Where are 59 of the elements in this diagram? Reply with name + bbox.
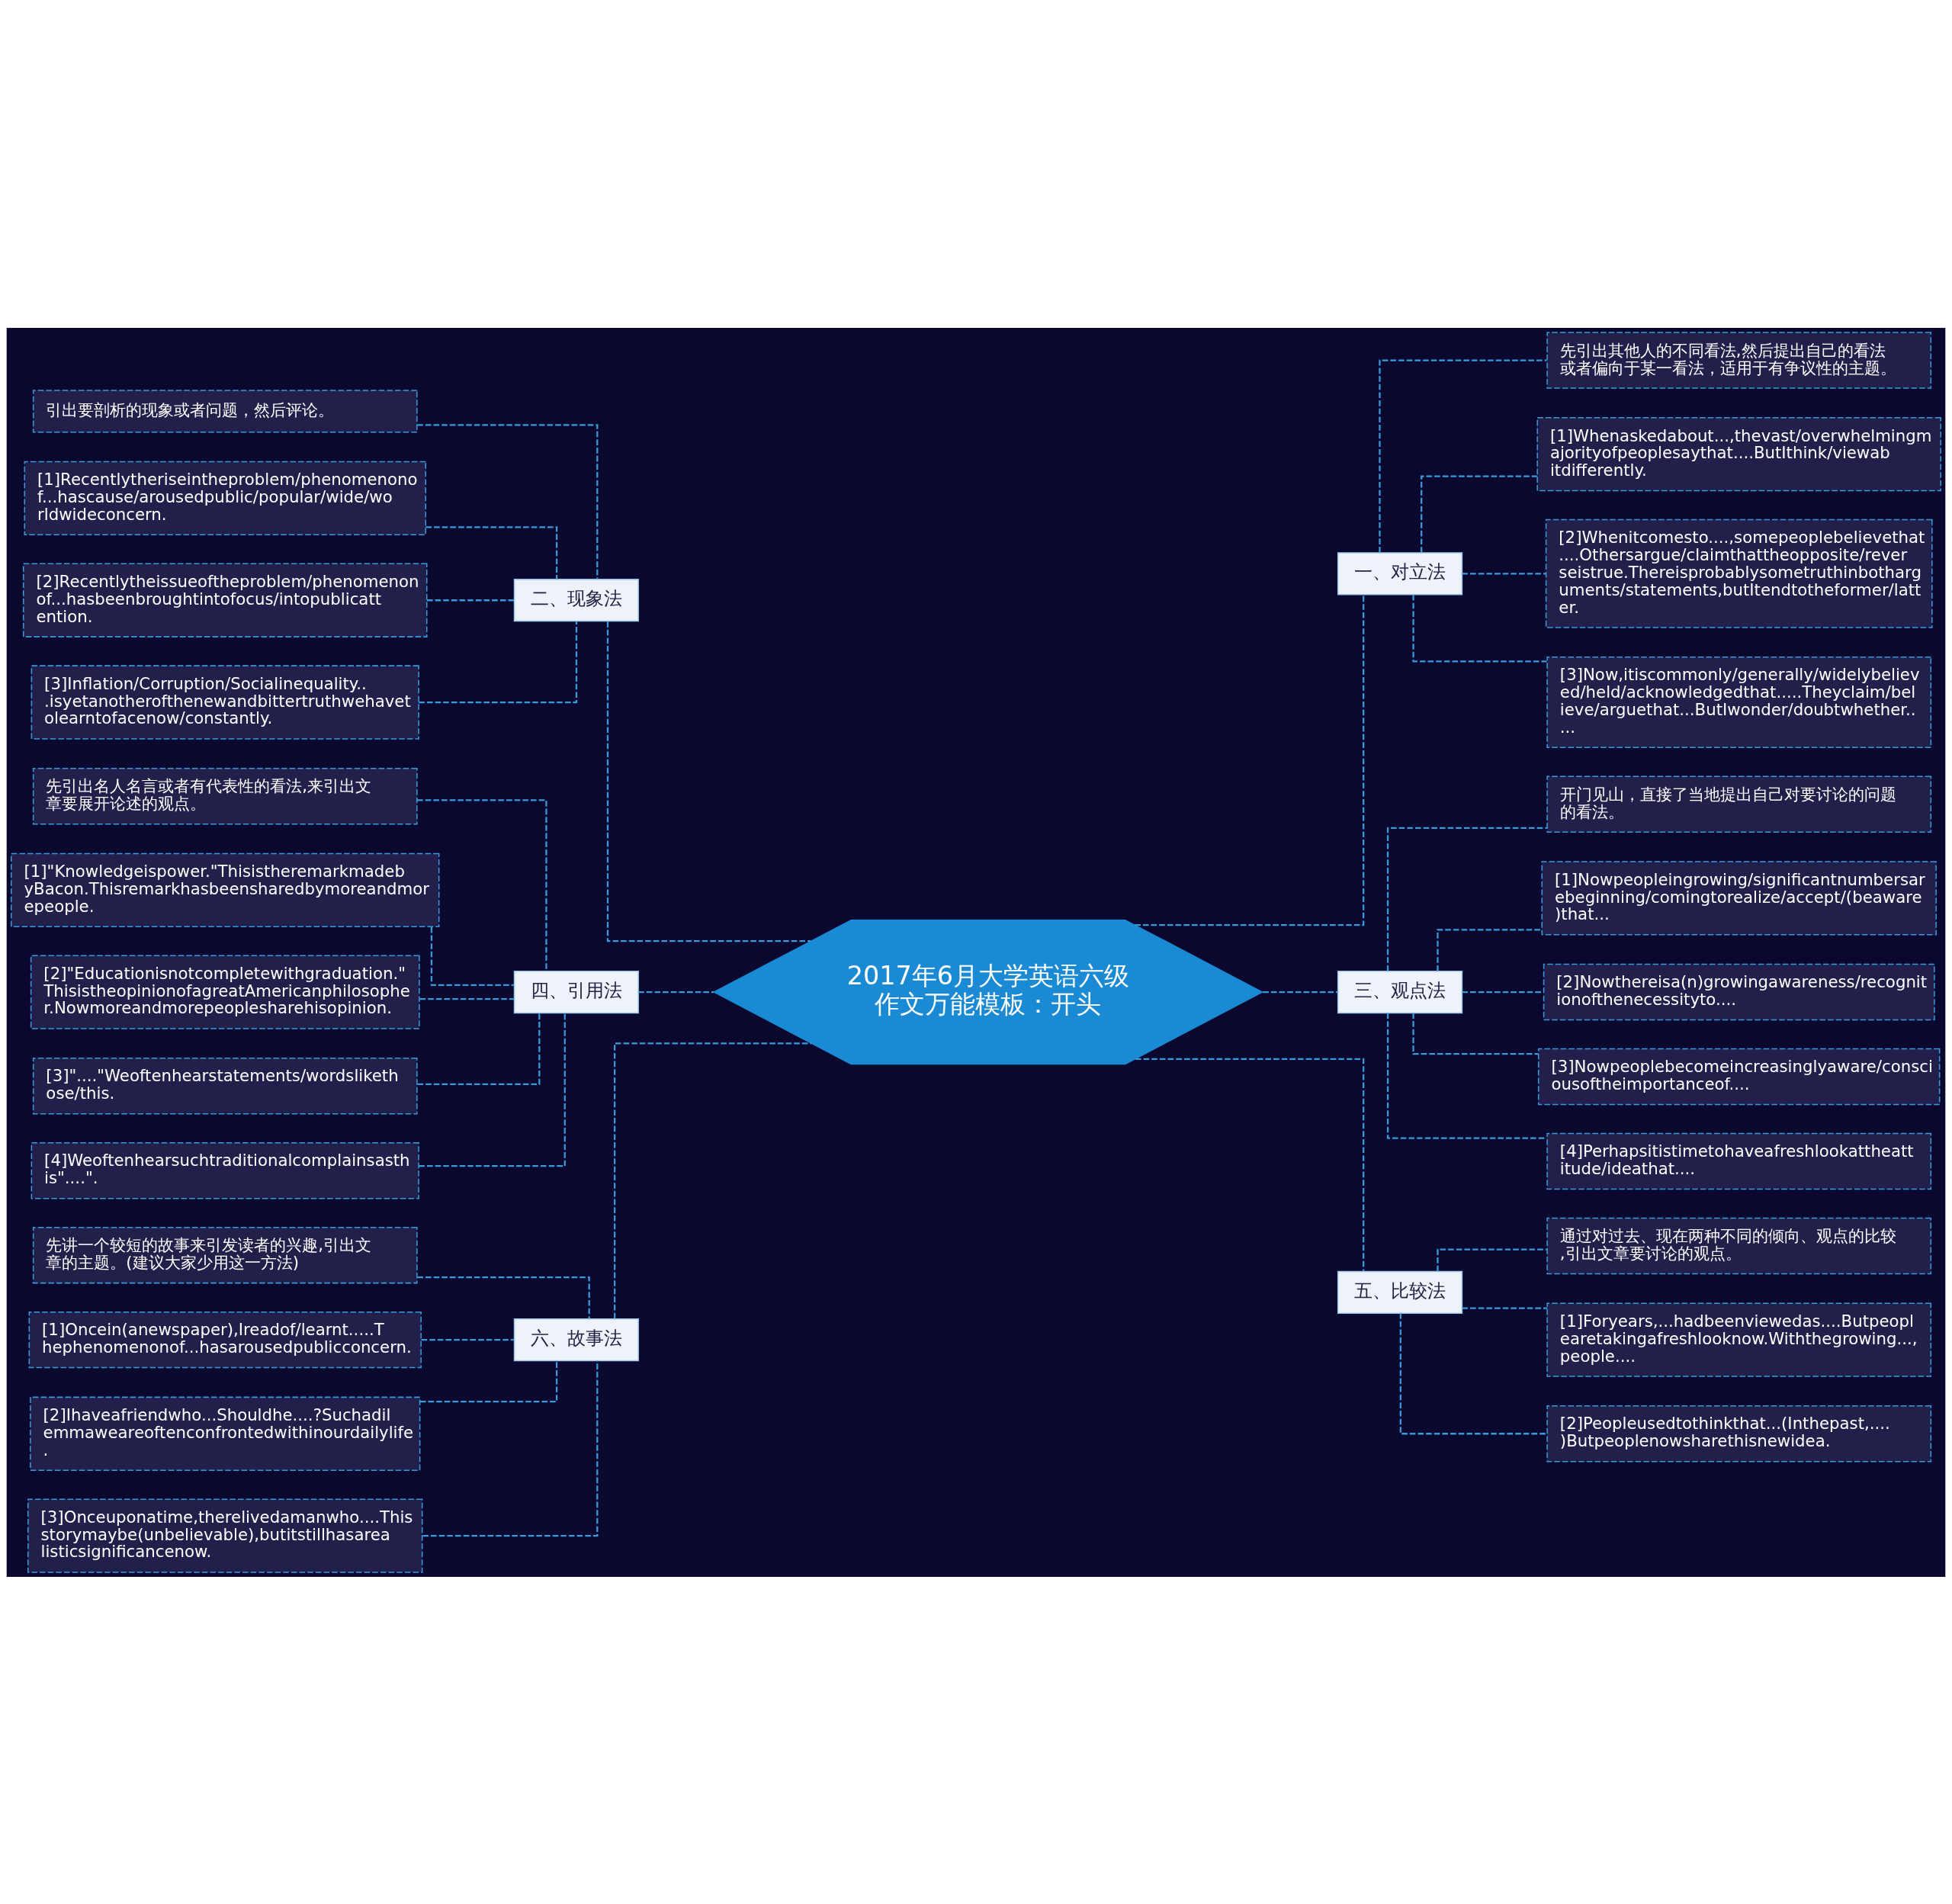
connector	[419, 997, 515, 1000]
node-box: [4]Perhapsitistimetohaveafreshlookattheattitude/ideathat....	[1546, 1132, 1932, 1190]
node-box: 六、故事法	[513, 1318, 639, 1361]
node-box: 五、比较法	[1337, 1270, 1463, 1314]
connector	[417, 1276, 590, 1318]
node-box: 先引出其他人的不同看法,然后提出自己的看法或者偏向于某一看法，适用于有争议性的主题。	[1546, 331, 1932, 389]
node-box: [3]"...."Weoftenhearstatements/wordslikethose/this.	[32, 1057, 418, 1114]
connector	[1437, 928, 1543, 971]
node-box: [2]Nowthereisa(n)growingawareness/recognitionofthenecessityto....	[1543, 963, 1935, 1020]
node-box: [2]Ihaveafriendwho...Shouldhe....?Suchadilemmaweareoftenconfrontedwithinourdailylife.	[30, 1396, 421, 1471]
connector	[1386, 827, 1547, 971]
connector	[421, 1338, 515, 1341]
node-box: [1]Whenaskedabout...,thevast/overwhelmingmajorityofpeoplesaythat....ButIthink/viewabitdifferently.	[1536, 416, 1941, 491]
node-box: [3]Onceuponatime,therelivedamanwho....Thisstorymaybe(unbelievable),butitstillhasarealisticsignificancenow.	[27, 1498, 423, 1573]
node-box: 二、现象法	[513, 578, 639, 621]
connector	[1386, 1013, 1547, 1139]
node-box: [3]Inflation/Corruption/Socialinequality...isyetanotherofthenewandbittertruthwehavetolearntofacenow/constantly.	[30, 664, 419, 740]
node-box: 开门见山，直接了当地提出自己对要讨论的问题的看法。	[1546, 775, 1932, 833]
connector	[1379, 358, 1547, 552]
connector	[419, 621, 578, 703]
connector	[430, 926, 515, 986]
node-box: 引出要剖析的现象或者问题，然后评论。	[32, 389, 418, 433]
connector	[638, 991, 714, 993]
node-box: [1]"Knowledgeispower."ThisistheremarkmadebyBacon.Thisremarkhasbeensharedbymoreandmorepeople.	[11, 852, 440, 927]
connector	[425, 525, 558, 580]
connector	[1412, 1013, 1539, 1055]
node-box: 一、对立法	[1337, 551, 1463, 595]
node-box: [1]Nowpeopleingrowing/significantnumbersarebeginning/comingtorealize/accept/(beaware)that...	[1541, 860, 1937, 936]
node-box: 三、观点法	[1337, 970, 1463, 1013]
node-box: [1]Oncein(anewspaper),Ireadof/learnt.....Thephenomenonof...hasarousedpublicconcern.	[28, 1311, 422, 1368]
connector	[419, 1360, 558, 1402]
connector	[417, 423, 599, 579]
connector	[1135, 1058, 1365, 1271]
connector	[426, 599, 515, 601]
connector	[1263, 991, 1338, 993]
node-box: 先讲一个较短的故事来引发读者的兴趣,引出文章的主题。(建议大家少用这一方法)	[32, 1226, 418, 1283]
node-box: [2]"Educationisnotcompletewithgraduation."ThisistheopinionofagreatAmericanphilosopher.Nowmoreandmorepeoplesharehisopinion.	[30, 954, 420, 1029]
node-box: [2]Whenitcomesto....,somepeoplebelievethat....Othersargue/claimthattheopposite/reverseistrue.Thereisprobablysometruthinbotharguments/statements,butItendtotheformer/latter.	[1545, 519, 1933, 628]
connector	[606, 621, 811, 942]
node-box: [1]Foryears,...hadbeenviewedas....Butpeoplearetakingafreshlooknow.Withthegrowing...,people....	[1546, 1302, 1932, 1377]
connector	[1462, 1307, 1547, 1309]
node-box: [2]Recentlytheissueoftheproblem/phenomenonof...hasbeenbroughtintofocus/intopublicattention.	[22, 563, 428, 637]
node-box: [3]Now,itiscommonly/generally/widelybelieved/held/acknowledgedthat.....Theyclaim/believe/arguethat...ButIwonder/doubtwhether.....	[1546, 656, 1932, 748]
connector	[1399, 1312, 1547, 1434]
connector	[1135, 594, 1365, 926]
node-box: [4]Weoftenhearsuchtraditionalcomplainsasthis"....".	[30, 1141, 419, 1199]
connector	[416, 798, 547, 971]
connector	[417, 1013, 541, 1085]
connector	[419, 1013, 566, 1167]
node-box: 通过对过去、现在两种不同的倾向、观点的比较,引出文章要讨论的观点。	[1546, 1217, 1932, 1274]
node-box: [3]Nowpeoplebecomeincreasinglyaware/consciousoftheimportanceof....	[1537, 1048, 1941, 1105]
node-box: [2]Peopleusedtothinkthat...(Inthepast,....)Butpeoplenowsharethisnewidea.	[1546, 1405, 1932, 1462]
connector	[1412, 594, 1547, 663]
node-box: [1]Recentlytheriseintheproblem/phenomenonof...hascause/arousedpublic/popular/wide/worldwideconcern.	[24, 461, 426, 535]
node-box: 四、引用法	[513, 970, 639, 1013]
connector	[1421, 474, 1537, 553]
node-box: 先引出名人名言或者有代表性的看法,来引出文章要展开论述的观点。	[32, 767, 418, 824]
connector	[1462, 572, 1546, 574]
connector	[614, 1042, 811, 1318]
